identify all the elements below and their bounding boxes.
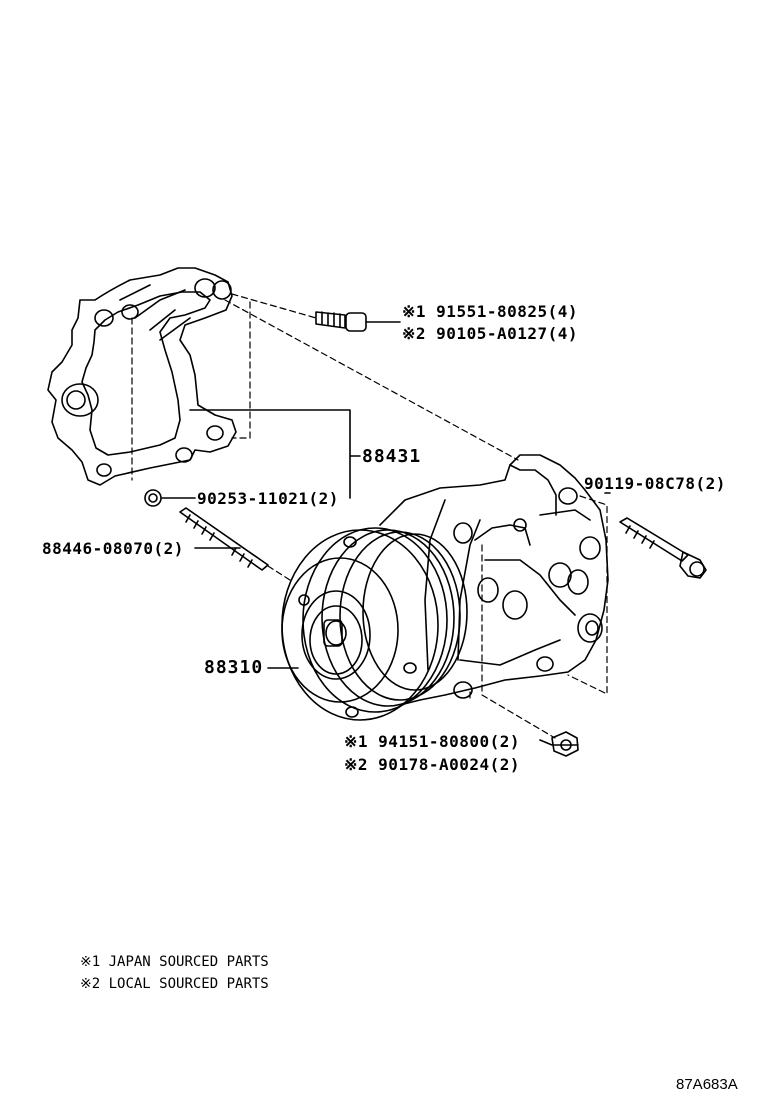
leader-lines xyxy=(161,321,611,746)
callout-compressor: 88310 xyxy=(204,657,264,678)
compressor-bracket xyxy=(47,267,237,486)
callout-bolt-local: ※2 90105-A0127(4) xyxy=(402,324,579,343)
nut-bracket xyxy=(144,489,162,507)
callout-bracket: 88431 xyxy=(362,446,422,467)
note-local-sourced: ※2 LOCAL SOURCED PARTS xyxy=(80,976,269,992)
stud-bolt xyxy=(179,507,269,571)
callout-bolt-japan: ※1 91551-80825(4) xyxy=(402,302,579,321)
assembly-lines xyxy=(131,293,608,739)
bolt-upper xyxy=(315,311,367,332)
callout-bolt-compressor: 90119-08C78(2) xyxy=(584,474,726,493)
callout-stud: 88446-08070(2) xyxy=(42,539,184,558)
callout-nut-local: ※2 90178-A0024(2) xyxy=(344,755,521,774)
note-japan-sourced: ※1 JAPAN SOURCED PARTS xyxy=(80,954,269,970)
callout-nut-bracket: 90253-11021(2) xyxy=(197,489,339,508)
callout-nut-japan: ※1 94151-80800(2) xyxy=(344,732,521,751)
nut-compressor xyxy=(551,731,579,757)
diagram-code: 87A683A xyxy=(676,1076,738,1093)
bolt-compressor xyxy=(619,517,707,579)
compressor-assembly xyxy=(281,454,609,721)
